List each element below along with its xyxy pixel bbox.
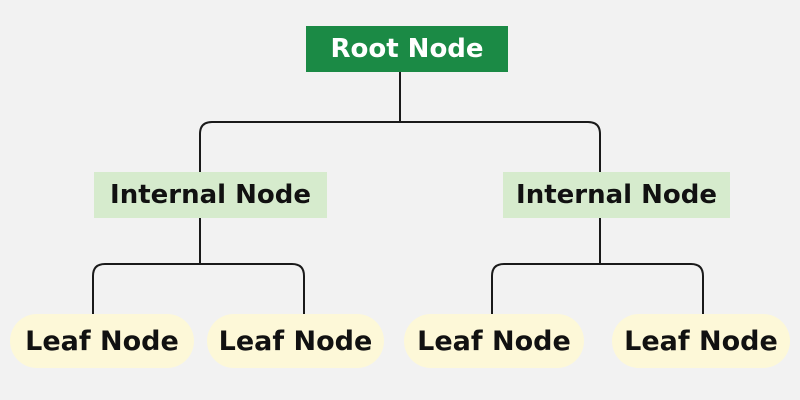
leaf-node-3: Leaf Node	[404, 314, 584, 368]
leaf-node-2: Leaf Node	[207, 314, 384, 368]
leaf-node-1: Leaf Node	[10, 314, 194, 368]
root-node: Root Node	[306, 26, 508, 72]
connector-internal-left-to-leaves	[92, 218, 305, 314]
connector-internal-right-to-leaves	[491, 218, 704, 314]
internal-node-left: Internal Node	[94, 172, 327, 218]
internal-node-right: Internal Node	[503, 172, 730, 218]
leaf-node-4: Leaf Node	[612, 314, 790, 368]
connector-root-to-internal	[199, 72, 601, 172]
